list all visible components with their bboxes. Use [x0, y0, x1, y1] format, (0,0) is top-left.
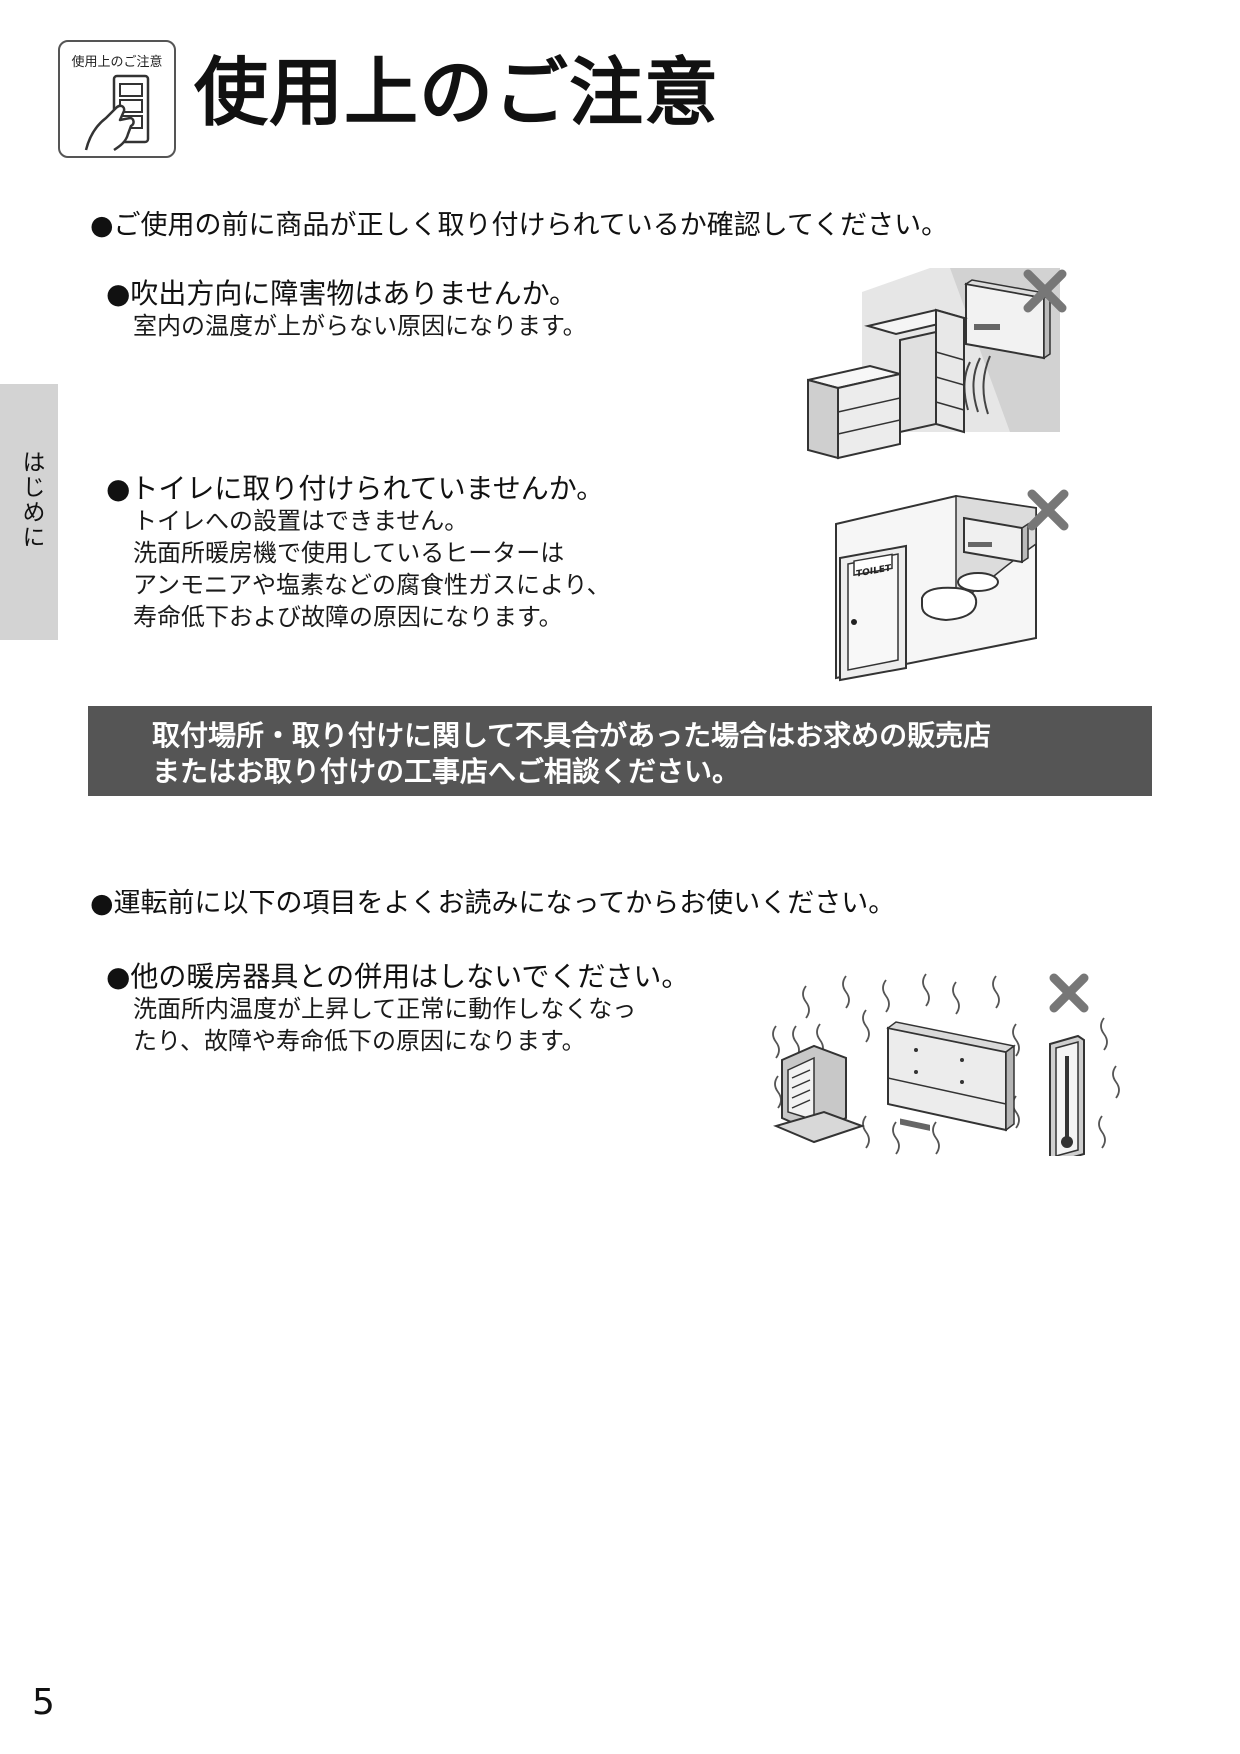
section1-heading: ●ご使用の前に商品が正しく取り付けられているか確認してください。 [90, 210, 949, 241]
x-mark-icon [1023, 269, 1067, 313]
item2-line: トイレへの設置はできません。 [133, 507, 469, 535]
side-tab-label: はじめに [18, 450, 44, 550]
item3-heading: ●他の暖房器具との併用はしないでください。 [106, 960, 690, 993]
section-icon: 使用上のご注意 [58, 40, 176, 158]
toilet-door-icon: TOILET [839, 544, 907, 682]
item2-body: トイレへの設置はできません。 洗面所暖房機で使用しているヒーターは アンモニアや… [133, 505, 611, 633]
x-mark-icon [1027, 489, 1069, 531]
item1-line: 室内の温度が上がらない原因になります。 [133, 312, 587, 340]
item2-line: アンモニアや塩素などの腐食性ガスにより、 [133, 571, 611, 599]
x-mark-icon [1049, 973, 1089, 1013]
item2-heading: ●トイレに取り付けられていませんか。 [106, 472, 605, 505]
item3-line: たり、故障や寿命低下の原因になります。 [133, 1027, 586, 1055]
section-icon-caption: 使用上のご注意 [71, 55, 163, 70]
page-title: 使用上のご注意 [194, 50, 719, 136]
toilet-bowl-icon [921, 572, 999, 622]
item3-line: 洗面所内温度が上昇して正常に動作しなくなっ [133, 995, 637, 1023]
thermometer-icon [1049, 1034, 1085, 1156]
side-tab: はじめに [0, 384, 58, 640]
item1-heading: ●吹出方向に障害物はありませんか。 [106, 277, 578, 310]
wall-heater-icon [963, 516, 1029, 564]
heaters-illustration [772, 973, 1120, 1156]
section2-heading: ●運転前に以下の項目をよくお読みになってからお使いください。 [90, 888, 896, 919]
toilet-illustration: TOILET [835, 489, 1069, 682]
drawer-cabinet-icon [807, 308, 968, 460]
obstacle-illustration [807, 268, 1067, 460]
heat-wave-icons [772, 973, 1120, 1155]
hand-pressing-switch-icon [84, 74, 150, 152]
item2-line: 洗面所暖房機で使用しているヒーターは [133, 539, 565, 567]
stove-heater-icon [773, 1044, 866, 1144]
banner-line: 取付場所・取り付けに関して不具合があった場合はお求めの販売店 [152, 719, 992, 752]
banner-line: またはお取り付けの工事店へご相談ください。 [152, 755, 741, 788]
wall-heater-icon [964, 279, 1052, 360]
page-number: 5 [32, 1682, 55, 1723]
panel-heater-icon [886, 1021, 1016, 1132]
item2-line: 寿命低下および故障の原因になります。 [133, 603, 563, 631]
notice-banner: 取付場所・取り付けに関して不具合があった場合はお求めの販売店 またはお取り付けの… [88, 706, 1152, 796]
item3-body: 洗面所内温度が上昇して正常に動作しなくなっ たり、故障や寿命低下の原因になります… [133, 993, 636, 1057]
item1-body: 室内の温度が上がらない原因になります。 [133, 310, 587, 342]
